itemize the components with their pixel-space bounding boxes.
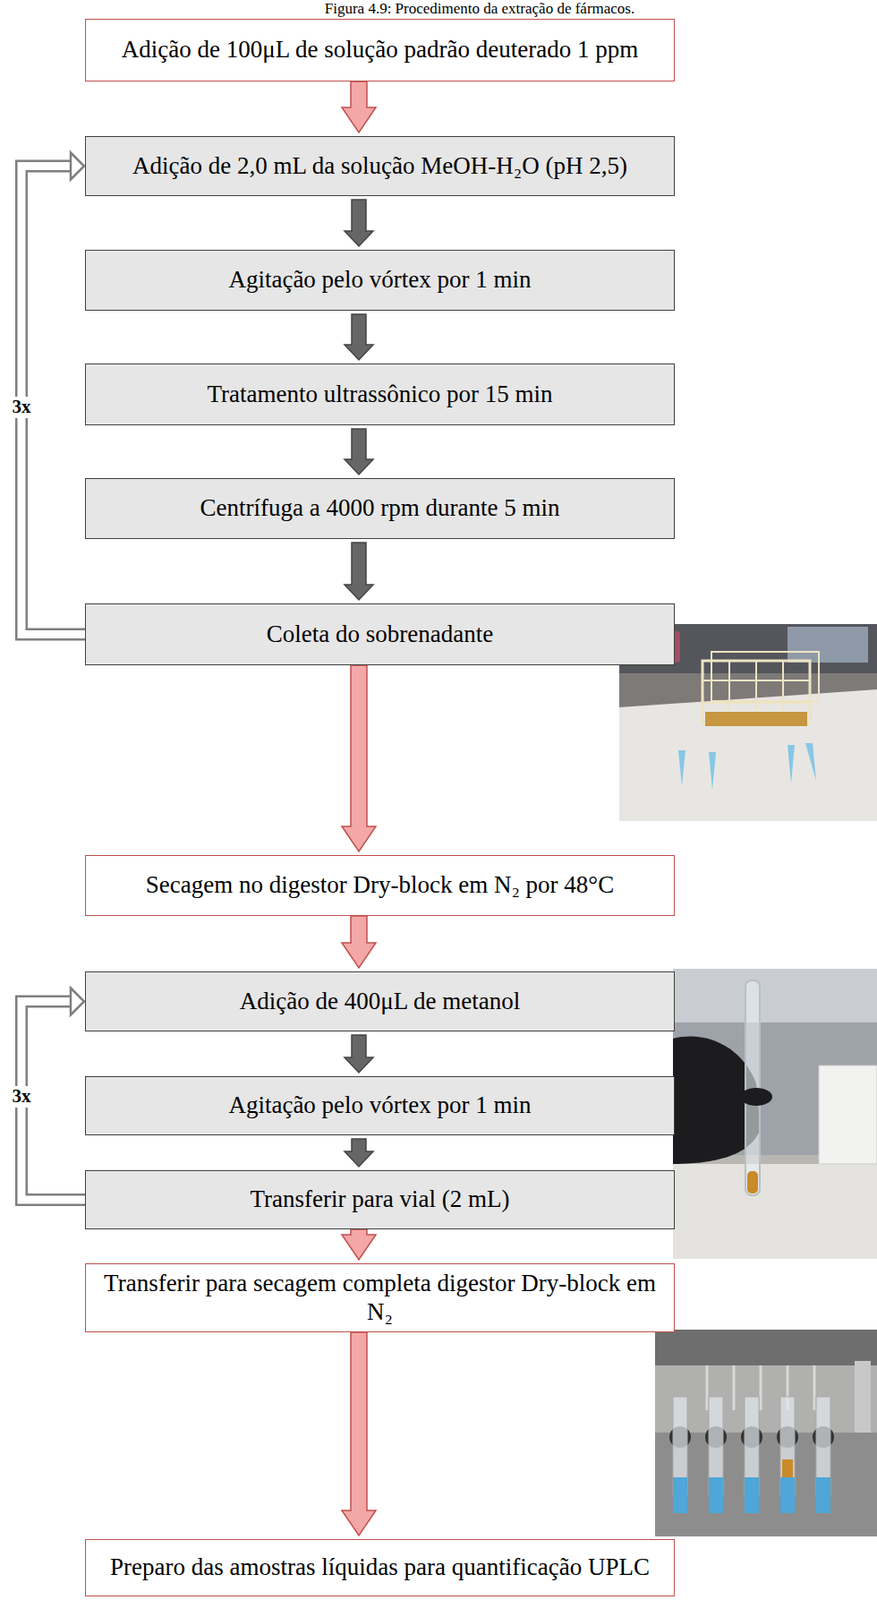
process-box: Adição de 100μL de solução padrão deuter…	[85, 18, 675, 82]
step-text: Preparo das amostras líquidas para quant…	[110, 1552, 650, 1581]
flow-arrow	[344, 428, 374, 475]
glass-tube	[745, 979, 760, 1195]
block-arrow	[344, 314, 374, 360]
loop-arrow-head	[70, 987, 85, 1015]
white-container	[818, 1064, 877, 1164]
loop-arrow-head	[70, 153, 85, 180]
gas-needle	[732, 1364, 736, 1410]
tube-liquid	[782, 1458, 793, 1477]
flow-arrow	[341, 1228, 376, 1260]
tube-rack	[711, 651, 819, 701]
process-box: Transferir para secagem completa digesto…	[85, 1262, 675, 1332]
figure-title: Figura 4.9: Procedimento da extração de …	[211, 0, 749, 18]
amber-tubes	[705, 711, 808, 726]
heating-block	[655, 1431, 877, 1536]
photo-object	[787, 626, 869, 663]
process-box: Coleta do sobrenadante	[85, 603, 675, 665]
flow-arrow	[341, 1331, 376, 1535]
process-box: Adição de 2,0 mL da solução MeOH-H₂O (pH…	[85, 136, 675, 196]
blue-cap	[816, 1476, 831, 1513]
photo-ground	[655, 1328, 877, 1536]
block-arrow	[341, 915, 376, 968]
gas-needle	[706, 1364, 709, 1410]
process-box: Adição de 400μL de metanol	[85, 970, 675, 1031]
step-text: Tratamento ultrassônico por 15 min	[207, 380, 554, 409]
tube-photo	[672, 968, 877, 1259]
tube-liquid	[747, 1170, 758, 1193]
repeat-count: 3x	[10, 1085, 34, 1107]
pipette-tip	[787, 744, 795, 784]
paper-towel	[619, 689, 877, 821]
step-text: Agitação pelo vórtex por 1 min	[228, 265, 531, 294]
flow-arrow	[344, 314, 374, 360]
process-box: Transferir para vial (2 mL)	[85, 1169, 675, 1229]
step-text: Coleta do sobrenadante	[266, 620, 494, 648]
step-text: Centrífuga a 4000 rpm durante 5 min	[200, 493, 561, 522]
pipette-tip	[678, 749, 686, 786]
process-box: Agitação pelo vórtex por 1 min	[85, 249, 675, 311]
step-text: Agitação pelo vórtex por 1 min	[228, 1090, 531, 1119]
step-text: Secagem no digestor Dry-block em N₂ por …	[145, 870, 614, 899]
flow-arrow	[341, 81, 376, 133]
step-text: Adição de 400μL de metanol	[239, 987, 520, 1015]
flow-arrow	[341, 664, 376, 852]
dryblock-photo	[655, 1328, 877, 1536]
process-box: Secagem no digestor Dry-block em N₂ por …	[85, 854, 675, 916]
flow-arrow	[344, 199, 374, 247]
tube-rack	[702, 701, 810, 704]
bench	[672, 1163, 877, 1259]
flow-arrow	[344, 1138, 374, 1167]
process-box: Preparo das amostras líquidas para quant…	[85, 1538, 675, 1596]
pipette-tip	[708, 751, 716, 790]
process-box: Tratamento ultrassônico por 15 min	[85, 363, 675, 426]
gas-manifold	[655, 1328, 877, 1365]
block-arrow	[344, 428, 374, 475]
flow-arrow	[344, 1034, 374, 1073]
block-arrow	[341, 1331, 376, 1535]
block-arrow	[344, 199, 374, 247]
process-box: Centrífuga a 4000 rpm durante 5 min	[85, 477, 675, 539]
gas-needle	[759, 1364, 763, 1410]
block-arrow	[341, 1228, 376, 1260]
tube-rack	[702, 679, 810, 682]
loop-arrow	[21, 153, 86, 635]
step-text: Adição de 100μL de solução padrão deuter…	[121, 35, 639, 64]
repeat-count: 3x	[10, 396, 34, 418]
step-text: Transferir para secagem completa digesto…	[94, 1268, 665, 1325]
flow-arrow	[341, 915, 376, 968]
photo-ground	[672, 968, 877, 1259]
step-text: Transferir para vial (2 mL)	[250, 1184, 511, 1213]
blue-cap	[744, 1476, 759, 1513]
block-arrow	[344, 542, 374, 600]
blue-cap	[672, 1476, 688, 1513]
glove-finger	[740, 1087, 773, 1106]
block-arrow	[344, 1138, 374, 1167]
process-box: Agitação pelo vórtex por 1 min	[85, 1075, 675, 1135]
blue-cap	[708, 1476, 724, 1513]
step-text: Adição de 2,0 mL da solução MeOH-H₂O (pH…	[132, 152, 628, 180]
block-arrow	[344, 1034, 374, 1073]
flow-arrow	[344, 542, 374, 600]
block-arrow	[341, 81, 376, 133]
blue-cap	[780, 1476, 795, 1513]
photo-ceiling	[672, 968, 877, 1022]
gas-needle	[813, 1364, 817, 1410]
pipette-tip	[805, 742, 817, 781]
block-arrow	[341, 664, 376, 852]
